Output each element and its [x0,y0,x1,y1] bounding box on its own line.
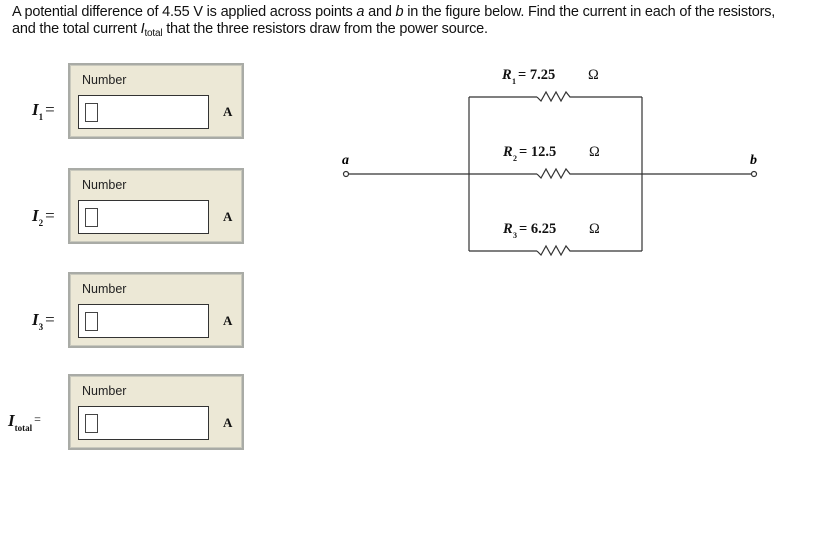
question-part: that the three resistors draw from the p… [162,21,488,37]
i2-input[interactable] [78,200,209,234]
r-sub: 3 [513,231,517,240]
resistor-r2-icon [536,167,573,180]
resistor-r3-icon [536,244,573,257]
number-label: Number [82,282,127,296]
number-label: Number [82,178,127,192]
r-sub: 2 [513,154,517,163]
ohm-unit: Ω [589,144,600,160]
r3-label: R 3 = 6.25 Ω [502,221,600,240]
r-sub: 1 [512,77,516,86]
equals-sign: = [45,100,55,119]
var-sub: 3 [38,322,44,332]
var-sub: 1 [38,112,44,122]
question-text: A potential difference of 4.55 V is appl… [12,4,802,42]
itotal-ref: I [140,21,145,37]
unit-label: A [223,415,233,430]
equals-sign: = [45,310,55,329]
point-a-ref: a [356,4,365,20]
r3-value: = 6.25 [519,221,556,237]
r-symbol: R [502,144,513,160]
itotal-label: Itotal= [8,411,41,433]
i3-input[interactable] [78,304,209,338]
itotal-answer-box: Number A [68,374,244,450]
question-part: and [364,4,396,20]
terminal-b-icon [750,170,758,178]
terminal-a-icon [342,170,350,178]
ohm-unit: Ω [588,67,599,83]
i3-label: I3= [32,310,55,332]
i1-input[interactable] [78,95,209,129]
unit-label: A [223,209,233,224]
r2-label: R 2 = 12.5 Ω [502,144,600,163]
ohm-unit: Ω [589,221,600,237]
itotal-sub: total [144,28,163,39]
question-part: in the figure below. Find the current in… [12,4,776,37]
var-sub: total [14,423,33,433]
unit-label: A [223,313,233,328]
var-symbol: I [32,310,39,329]
r-symbol: R [501,67,512,83]
terminal-b-label: b [750,153,757,168]
var-symbol: I [32,100,39,119]
equals-sign: = [45,206,55,225]
var-symbol: I [8,411,15,430]
var-symbol: I [32,206,39,225]
r-symbol: R [502,221,513,237]
number-label: Number [82,73,127,87]
unit-label: A [223,104,233,119]
i2-answer-box: Number A [68,168,244,244]
resistor-r1-icon [536,90,573,103]
var-sub: 2 [38,218,44,228]
r1-value: = 7.25 [518,67,555,83]
itotal-input[interactable] [78,406,209,440]
i1-label: I1= [32,100,55,122]
equals-sign: = [34,412,41,426]
number-label: Number [82,384,127,398]
question-part: A potential difference of 4.55 V is appl… [12,4,357,20]
point-b-ref: b [395,4,404,20]
i2-label: I2= [32,206,55,228]
r2-value: = 12.5 [519,144,556,160]
terminal-a-label: a [342,153,349,168]
r1-label: R 1 = 7.25 Ω [501,67,599,86]
i1-answer-box: Number A [68,63,244,139]
